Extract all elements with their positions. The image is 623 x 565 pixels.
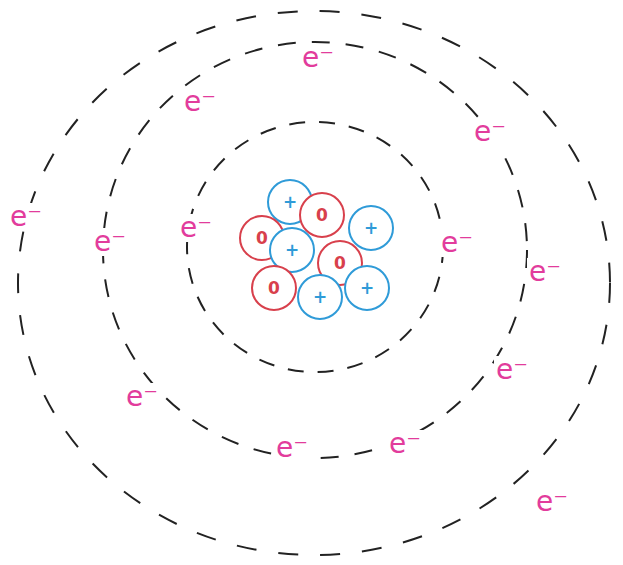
electron-label: e⁻ (182, 88, 218, 116)
electron-label: e⁻ (124, 383, 160, 411)
inner-orbit (187, 122, 443, 372)
charge-sign: 0 (268, 280, 280, 297)
proton: + (344, 265, 390, 311)
electron-label: e⁻ (274, 434, 310, 462)
electron-label: e⁻ (472, 118, 508, 146)
proton: + (348, 205, 394, 251)
electron-label: e⁻ (534, 488, 570, 516)
electron-label: e⁻ (300, 44, 336, 72)
charge-sign: + (364, 220, 378, 237)
outer-orbit (18, 11, 610, 555)
electron-label: e⁻ (439, 229, 475, 257)
neutron: 0 (251, 265, 297, 311)
electron-label: e⁻ (92, 228, 128, 256)
electron-label: e⁻ (527, 258, 563, 286)
electron-label: e⁻ (387, 430, 423, 458)
electron-label: e⁻ (8, 203, 44, 231)
middle-orbit (103, 42, 527, 458)
charge-sign: + (360, 280, 374, 297)
charge-sign: 0 (334, 255, 346, 272)
electron-label: e⁻ (494, 356, 530, 384)
charge-sign: + (283, 194, 297, 211)
proton: + (297, 274, 343, 320)
charge-sign: + (313, 289, 327, 306)
charge-sign: + (285, 242, 299, 259)
electron-label: e⁻ (178, 214, 214, 242)
charge-sign: 0 (316, 207, 328, 224)
charge-sign: 0 (256, 230, 268, 247)
